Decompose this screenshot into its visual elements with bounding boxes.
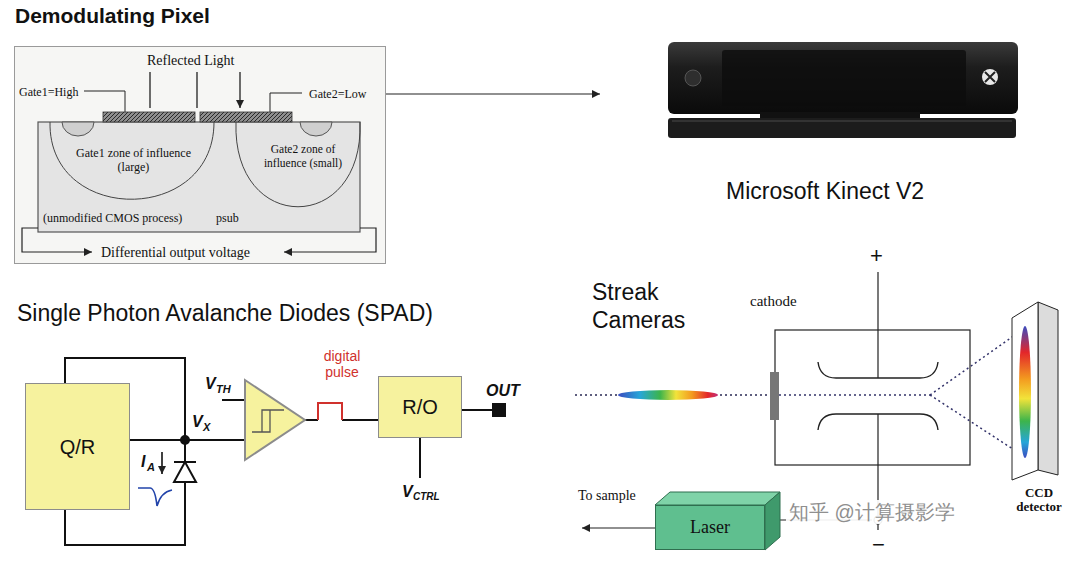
part-name: CCD detector <box>1008 486 1070 515</box>
zone-label: Gate2 zone of influence (small) <box>253 143 353 171</box>
pixel-cross-section: Reflected LightGate1=High Gate2=LowGate1 … <box>14 46 386 264</box>
quench-reset-box: Q/R <box>25 383 130 510</box>
sample-arrow <box>582 527 655 528</box>
diffusion-region <box>300 122 332 136</box>
junction-dot <box>181 436 189 444</box>
zone-curve <box>50 122 214 199</box>
connector-arrow <box>386 93 600 94</box>
box-label: Laser <box>690 517 730 539</box>
output-arrow <box>284 228 376 252</box>
device-caption: Microsoft Kinect V2 <box>726 178 924 206</box>
readout-box: R/O <box>378 376 462 438</box>
signal-subscript: A <box>147 461 155 474</box>
xbox-logo <box>982 69 998 85</box>
deflection-plate <box>818 362 938 378</box>
gate-label: Gate1=High <box>19 85 78 99</box>
substrate <box>38 122 360 232</box>
section-heading: Single Photon Avalanche Diodes (SPAD) <box>17 300 433 328</box>
signal-note: digital pulse <box>313 348 371 380</box>
watermark: 知乎 @计算摄影学 <box>786 500 958 524</box>
sweep-wire <box>877 272 878 530</box>
substrate-label: psub <box>216 211 239 225</box>
gate-label: Gate2=Low <box>309 87 366 101</box>
process-note: (unmodified CMOS process) <box>43 211 182 225</box>
gate-electrode <box>103 112 195 122</box>
spad-circuit <box>65 358 506 545</box>
xbox-mark <box>985 72 995 82</box>
diode-symbol <box>174 462 196 482</box>
pulse-symbol <box>318 403 342 420</box>
kinect-highlight <box>672 121 1012 122</box>
section-heading: Streak Cameras <box>592 279 732 334</box>
ccd-side <box>1038 302 1058 475</box>
signal-name: V <box>402 482 413 501</box>
output-label: Differential output voltage <box>101 245 250 262</box>
signal-name: V <box>205 374 216 393</box>
wire <box>222 399 245 401</box>
wire <box>462 409 492 411</box>
box-label: R/O <box>402 395 438 419</box>
terminal-sign: − <box>872 534 885 556</box>
section-heading: Demodulating Pixel <box>15 3 210 28</box>
signal-subscript: TH <box>216 383 231 396</box>
current-arrow <box>161 452 163 474</box>
zone-label: Gate1 zone of influence (large) <box>76 146 191 175</box>
part-name: To sample <box>578 488 636 505</box>
gate-wire <box>84 91 125 112</box>
kinect-lens <box>685 70 701 86</box>
streak-tube <box>775 330 970 465</box>
light-arrows <box>150 72 240 108</box>
kinect-base <box>668 118 1016 138</box>
gate-wire <box>270 93 302 112</box>
pixel-figure <box>14 46 386 264</box>
signal-name: V <box>192 412 203 431</box>
output-pin <box>492 403 506 417</box>
comparator-symbol <box>245 380 305 460</box>
streak-image <box>1019 326 1031 458</box>
streak-camera <box>575 272 1058 550</box>
ccd-face <box>1012 302 1038 480</box>
signal-name: I <box>141 452 145 471</box>
kinect-figure: Microsoft Kinect V2 <box>600 28 1030 218</box>
light-label: Reflected Light <box>147 53 234 70</box>
pin-name: OUT <box>486 381 520 400</box>
hysteresis-symbol <box>252 410 284 432</box>
kinect-panel <box>722 50 966 106</box>
kinect-picture <box>668 42 1018 138</box>
wire <box>419 438 421 478</box>
gate-electrode <box>200 112 292 122</box>
part-name: cathode <box>750 292 797 310</box>
zone-curve <box>236 122 360 207</box>
current-pulse <box>138 488 172 506</box>
cathode-plate <box>770 372 779 420</box>
deflection-plate <box>818 414 938 430</box>
light-pulse <box>618 390 718 400</box>
electron-beam <box>779 330 1022 455</box>
laser-side <box>765 492 780 550</box>
kinect-body <box>668 42 1018 114</box>
laser-box: Laser <box>655 505 765 550</box>
signal-subscript: X <box>203 421 210 434</box>
terminal-sign: + <box>870 244 883 268</box>
diffusion-region <box>62 122 94 136</box>
signal-subscript: CTRL <box>413 491 440 503</box>
laser-top <box>655 492 780 505</box>
figure-ground <box>14 46 386 264</box>
output-arrow <box>22 228 92 252</box>
box-label: Q/R <box>60 435 96 459</box>
